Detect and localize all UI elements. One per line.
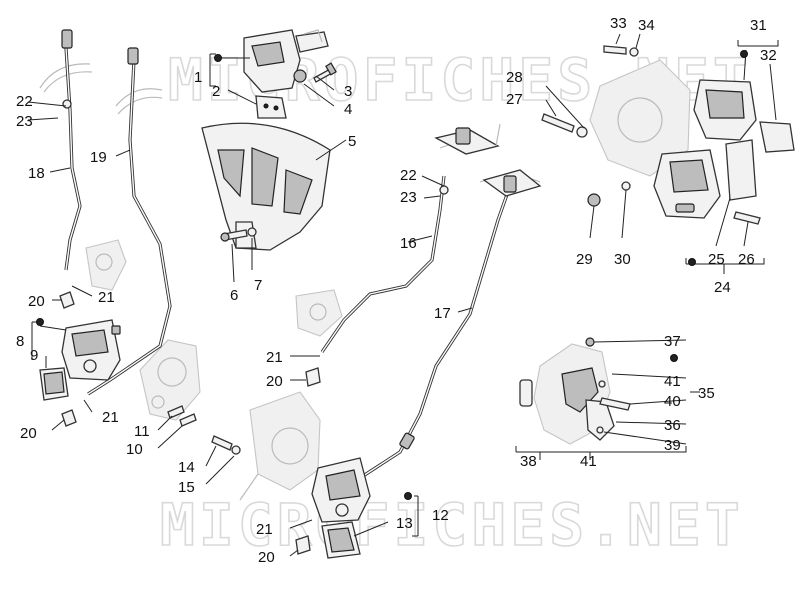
bolt-20-lower — [295, 535, 311, 555]
brake-control-assembly — [519, 337, 631, 445]
callout-33: 33 — [610, 15, 627, 32]
brake-pads-right — [725, 121, 795, 201]
callout-34: 34 — [638, 17, 655, 34]
brake-pad-lower — [321, 521, 361, 559]
leader-lines — [27, 33, 779, 557]
brake-hose-16 — [320, 175, 449, 353]
callout-7: 7 — [254, 277, 262, 294]
hose-fitting-top-center — [434, 123, 501, 155]
callout-32: 32 — [760, 47, 777, 64]
brake-hose-19 — [87, 47, 172, 396]
callout-9: 9 — [30, 347, 38, 364]
callout-17: 17 — [434, 305, 451, 322]
callout-39: 39 — [664, 437, 681, 454]
callout-31: 31 — [750, 17, 767, 34]
watermark-bottom: MICROFICHES.NET — [160, 491, 744, 559]
callout-22-left: 22 — [16, 93, 33, 110]
callout-13: 13 — [396, 515, 413, 532]
callout-26: 26 — [738, 251, 755, 268]
brake-caliper-left — [61, 319, 121, 381]
callout-21-left-lower: 21 — [102, 409, 119, 426]
bolt-26 — [733, 211, 761, 225]
brake-caliper-lower — [311, 457, 371, 523]
callout-40: 40 — [664, 393, 681, 410]
callout-21-left-upper: 21 — [98, 289, 115, 306]
callout-41-right: 41 — [664, 373, 681, 390]
callout-37: 37 — [664, 333, 681, 350]
bolt-20-left-upper — [59, 291, 75, 309]
bolts-27-28 — [541, 113, 588, 138]
callout-22-center: 22 — [400, 167, 417, 184]
washer-7 — [247, 227, 257, 237]
callout-8: 8 — [16, 333, 24, 350]
callout-20-left-lower: 20 — [20, 425, 37, 442]
brake-pad-left — [39, 367, 69, 401]
callout-27: 27 — [506, 91, 523, 108]
brake-hose-18 — [61, 29, 82, 271]
callout-1: 1 — [194, 69, 202, 86]
ghost-fork-right — [295, 289, 343, 337]
callout-23-left: 23 — [16, 113, 33, 130]
callout-23-center: 23 — [400, 189, 417, 206]
ghost-fork-left — [85, 239, 127, 291]
callout-12: 12 — [432, 507, 449, 524]
callout-21-lower: 21 — [256, 521, 273, 538]
callout-10: 10 — [126, 441, 143, 458]
bolts-14-15 — [211, 435, 241, 455]
callout-25: 25 — [708, 251, 725, 268]
callout-20-left-upper: 20 — [28, 293, 45, 310]
callout-5: 5 — [348, 133, 356, 150]
callout-28: 28 — [506, 69, 523, 86]
callout-20-mid: 20 — [266, 373, 283, 390]
bolts-33-34 — [603, 45, 639, 57]
bolt-6 — [220, 229, 248, 242]
callout-11: 11 — [134, 423, 150, 440]
callout-35: 35 — [698, 385, 715, 402]
callout-29: 29 — [576, 251, 593, 268]
callout-38: 38 — [520, 453, 537, 470]
bolt-20-left-lower — [61, 409, 77, 427]
bolt-20-mid — [305, 367, 321, 387]
ghost-fork-center — [239, 391, 321, 501]
bleeder-29-30 — [587, 181, 631, 207]
callout-2: 2 — [212, 83, 220, 100]
assembly-markers — [36, 50, 748, 500]
bolts-10-11 — [167, 405, 197, 427]
ghost-handlebar-center — [115, 88, 163, 115]
brake-caliper-assembly-right — [589, 59, 757, 219]
callout-20-lower: 20 — [258, 549, 275, 566]
callout-15: 15 — [178, 479, 195, 496]
brake-caliper-upper — [243, 29, 329, 93]
callout-21-mid: 21 — [266, 349, 283, 366]
callout-6: 6 — [230, 287, 238, 304]
hose-fitting-mid-center — [482, 169, 542, 197]
callout-30: 30 — [614, 251, 631, 268]
callout-labels: 1 2 3 4 5 6 7 8 9 10 11 12 13 14 15 16 1… — [16, 15, 777, 566]
callout-41-bottom: 41 — [580, 453, 597, 470]
callout-18: 18 — [28, 165, 45, 182]
brake-pad-upper — [255, 95, 287, 119]
ghost-fork-center-left — [139, 339, 201, 421]
callout-4: 4 — [344, 101, 352, 118]
ghost-handlebar-left — [39, 63, 93, 93]
disc-guard — [201, 122, 331, 251]
callout-14: 14 — [178, 459, 195, 476]
callout-24: 24 — [714, 279, 731, 296]
callout-19: 19 — [90, 149, 107, 166]
callout-16: 16 — [400, 235, 417, 252]
callout-36: 36 — [664, 417, 681, 434]
brake-hose-17 — [359, 185, 512, 480]
callout-3: 3 — [344, 83, 352, 100]
